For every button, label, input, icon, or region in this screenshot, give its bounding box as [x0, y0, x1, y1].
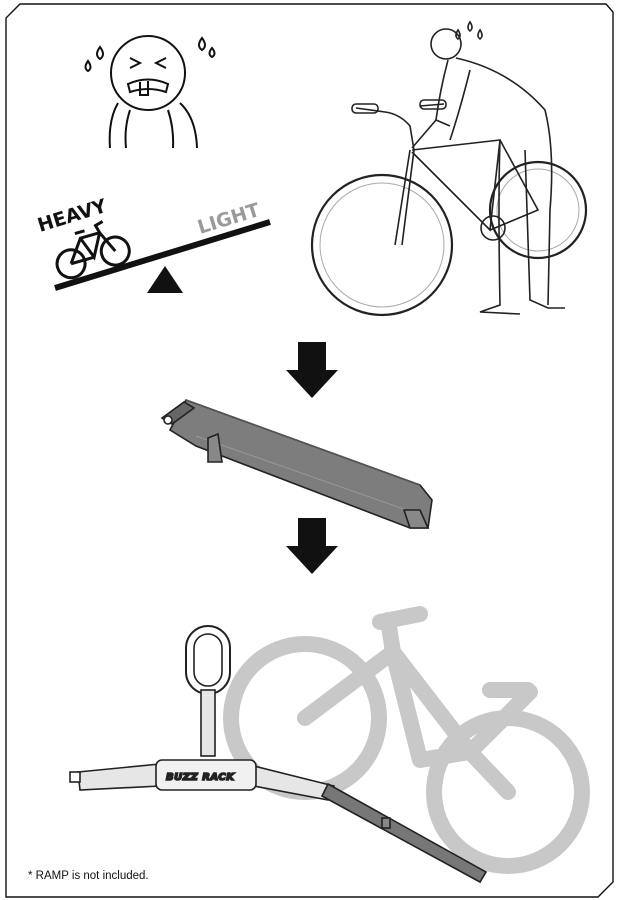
- ramp-footnote: * RAMP is not included.: [28, 870, 149, 882]
- page-frame: [5, 3, 614, 898]
- sweating-face-icon: [84, 35, 216, 149]
- brand-logo: BUZZ RACK: [166, 772, 235, 783]
- ramp-icon: [160, 399, 433, 529]
- seesaw-graphic: HEAVY LIGHT: [35, 195, 271, 293]
- man-lifting-bike: [310, 20, 588, 317]
- down-arrow-icon: [286, 518, 338, 574]
- bike-rack-icon: BUZZ RACK: [69, 625, 488, 884]
- down-arrow-icon: [286, 342, 338, 398]
- bicycle-icon: [55, 220, 131, 280]
